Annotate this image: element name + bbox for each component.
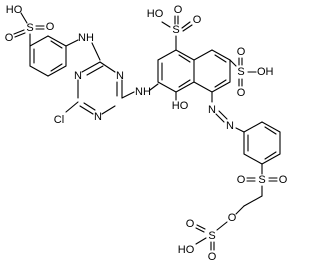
label-oh: OH: [257, 66, 274, 78]
label-s: S: [26, 22, 33, 34]
label-n: N: [94, 111, 102, 123]
sulfonyl-group: S O O: [235, 163, 288, 215]
label-s: S: [208, 230, 215, 242]
sulfonic-acid-group-right: S OH O O: [229, 46, 274, 99]
naphthalene-core: [157, 49, 231, 93]
label-n: N: [116, 70, 124, 82]
sulfonic-acid-group-top: S HO O O: [147, 4, 202, 51]
label-n: N: [226, 120, 234, 132]
label-nh-center: NH: [135, 86, 151, 98]
label-n: N: [74, 70, 82, 82]
structure-canvas: HO S O O NH N N N Cl NH: [5, 4, 288, 263]
label-o: O: [193, 14, 202, 26]
label-ho: HO: [147, 8, 164, 20]
label-s: S: [258, 174, 265, 186]
label-o: O: [208, 251, 217, 263]
label-s: S: [237, 66, 244, 78]
label-o: O: [237, 87, 246, 99]
label-ho: HO: [178, 244, 195, 256]
label-o: O: [174, 4, 183, 16]
label-o: O: [237, 174, 246, 186]
phenylene-ring: [243, 121, 281, 165]
label-ho: HO: [6, 4, 23, 16]
label-o: O: [279, 174, 288, 186]
label-nh-left: NH: [78, 32, 94, 44]
label-ho-naphthol: HO: [172, 100, 189, 112]
sulfate-group: S HO O O: [178, 218, 217, 263]
triazine-ring: N N N: [74, 61, 124, 123]
label-o: O: [46, 21, 55, 33]
azo-group: N N: [208, 91, 245, 133]
label-o: O: [237, 46, 246, 58]
label-s: S: [172, 24, 179, 36]
sulfonic-acid-group-left: HO S O O: [5, 4, 55, 44]
chemical-structure: HO S O O NH N N N Cl NH: [5, 4, 288, 263]
sulfophenyl-ring: [29, 33, 79, 77]
label-o-ester: O: [228, 212, 237, 224]
label-n: N: [208, 104, 216, 116]
label-cl: Cl: [54, 114, 64, 126]
label-o: O: [186, 218, 195, 230]
label-o: O: [5, 32, 14, 44]
